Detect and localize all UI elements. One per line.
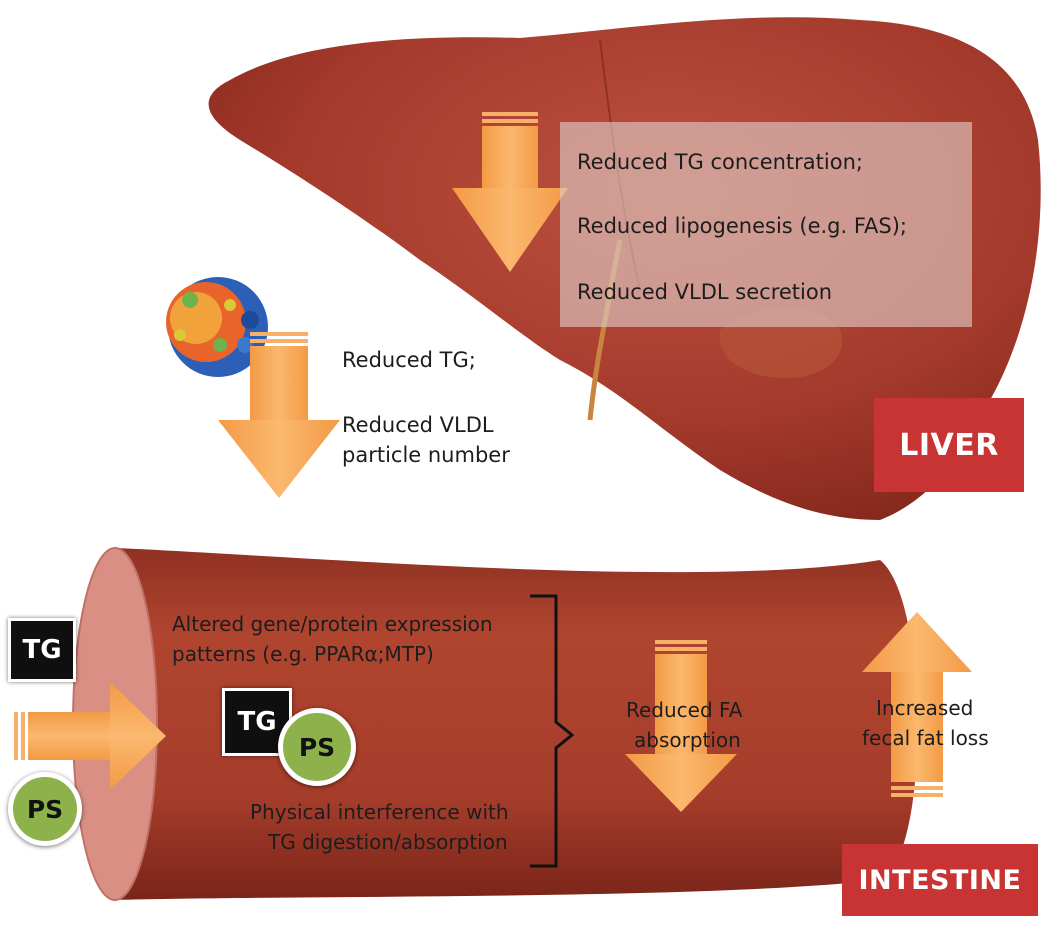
- fa-absorption-line2: absorption: [634, 728, 741, 752]
- blood-effect-vldl: Reduced VLDL: [342, 413, 494, 437]
- blood-effect-tg: Reduced TG;: [342, 348, 476, 372]
- fecal-loss-line2: fecal fat loss: [862, 726, 989, 750]
- intestine-body: [115, 548, 918, 900]
- liver-effects-panel: [560, 122, 972, 327]
- mechanism-bracket: [530, 594, 575, 868]
- liver-effect-lipogenesis: Reduced lipogenesis (e.g. FAS);: [577, 214, 907, 238]
- physical-interference-line2: TG digestion/absorption: [268, 830, 508, 854]
- liver-down-arrow: [452, 112, 568, 272]
- blood-down-arrow: [218, 332, 340, 498]
- liver-effect-tg: Reduced TG concentration;: [577, 150, 863, 174]
- gene-expression-line2: patterns (e.g. PPARα;MTP): [172, 642, 434, 666]
- fa-absorption-line1: Reduced FA: [626, 698, 743, 722]
- fecal-loss-arrow: [862, 612, 972, 797]
- intestine-label: INTESTINE: [842, 844, 1038, 916]
- ps-badge-outer: PS: [8, 772, 82, 846]
- ps-badge-inner: PS: [278, 708, 356, 786]
- physical-interference-line1: Physical interference with: [250, 800, 509, 824]
- fecal-loss-line1: Increased: [876, 696, 974, 720]
- liver-effect-vldl: Reduced VLDL secretion: [577, 280, 833, 304]
- gene-expression-line1: Altered gene/protein expression: [172, 612, 493, 636]
- blood-effect-particle: particle number: [342, 443, 510, 467]
- tg-badge-outer: TG: [8, 618, 76, 682]
- vldl-particle-icon: [166, 277, 268, 377]
- intake-right-arrow: [14, 682, 166, 790]
- liver-label: LIVER: [874, 398, 1024, 492]
- fa-absorption-arrow: [625, 640, 737, 812]
